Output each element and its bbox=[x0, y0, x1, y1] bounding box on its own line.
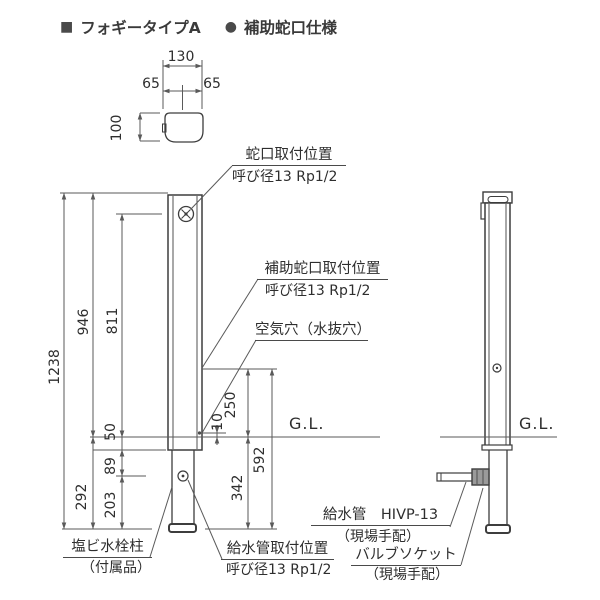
callout-faucet-sub: 呼び径13 Rp1/2 bbox=[232, 169, 338, 185]
dim-130: 130 bbox=[167, 49, 195, 65]
front-view-post bbox=[167, 194, 203, 533]
callout-pvc-post-title: 塩ビ水栓柱 bbox=[63, 539, 152, 558]
front-view-extension-lines bbox=[60, 192, 380, 530]
valve-socket-shape bbox=[471, 468, 490, 486]
type-title: フォギータイプA bbox=[80, 19, 201, 37]
callout-aux-faucet-title: 補助蛇口取付位置 bbox=[257, 261, 388, 280]
dim-946: 946 bbox=[76, 308, 92, 336]
gl-label-side: G.L. bbox=[519, 414, 555, 433]
front-view-dimension-lines bbox=[61, 192, 275, 530]
dim-292: 292 bbox=[74, 483, 90, 511]
top-view bbox=[162, 112, 204, 143]
dim-342: 342 bbox=[230, 474, 246, 502]
dim-811: 811 bbox=[105, 307, 121, 335]
dim-100: 100 bbox=[109, 114, 125, 142]
callout-air-hole-title: 空気穴（水抜穴） bbox=[255, 322, 371, 341]
callout-valve-socket-sub: （現場手配） bbox=[365, 567, 449, 583]
faucet-hole-icon bbox=[177, 205, 195, 223]
dim-89: 89 bbox=[103, 457, 119, 475]
side-view-post bbox=[480, 191, 513, 534]
dim-203: 203 bbox=[103, 491, 119, 519]
side-view-supply-pipe bbox=[436, 468, 490, 486]
callout-leader-lines bbox=[149, 165, 484, 566]
dim-592: 592 bbox=[252, 446, 268, 474]
callout-aux-faucet-sub: 呼び径13 Rp1/2 bbox=[265, 283, 371, 299]
front-view-holes bbox=[177, 205, 202, 482]
supply-inlet-hole-icon bbox=[177, 470, 189, 482]
dim-10: 10 bbox=[210, 413, 226, 431]
square-bullet-icon: ■ bbox=[60, 19, 74, 35]
spec-title: 補助蛇口仕様 bbox=[243, 19, 337, 37]
callout-supply-mount-title: 給水管取付位置 bbox=[221, 541, 334, 560]
circle-bullet-icon: ● bbox=[224, 19, 237, 35]
callout-pvc-post-sub: （付属品） bbox=[81, 560, 151, 576]
side-shell-bottom-lip bbox=[481, 444, 513, 451]
callout-valve-socket-title: バルブソケット bbox=[351, 547, 461, 566]
top-view-spout-notch bbox=[162, 123, 167, 133]
dim-65-left: 65 bbox=[142, 76, 160, 92]
dim-1238: 1238 bbox=[47, 349, 63, 385]
side-pipe-bottom-cap bbox=[485, 524, 511, 534]
side-aux-hole-icon bbox=[492, 363, 502, 373]
callout-supply-pipe-sub: （現場手配） bbox=[336, 529, 420, 545]
dim-65-right: 65 bbox=[203, 76, 221, 92]
dim-50: 50 bbox=[103, 423, 119, 441]
supply-pipe-shape bbox=[436, 472, 474, 482]
top-view-dimension-lines bbox=[137, 60, 203, 142]
drawing-header: ■ フォギータイプA ● 補助蛇口仕様 bbox=[60, 16, 337, 38]
callout-faucet-title: 蛇口取付位置 bbox=[232, 147, 346, 166]
gl-label-front: G.L. bbox=[289, 414, 325, 433]
callout-supply-mount-sub: 呼び径13 Rp1/2 bbox=[226, 562, 332, 578]
callout-supply-pipe-title: 給水管 HIVP-13 bbox=[311, 507, 450, 526]
front-pipe-bottom-cap bbox=[168, 523, 197, 533]
